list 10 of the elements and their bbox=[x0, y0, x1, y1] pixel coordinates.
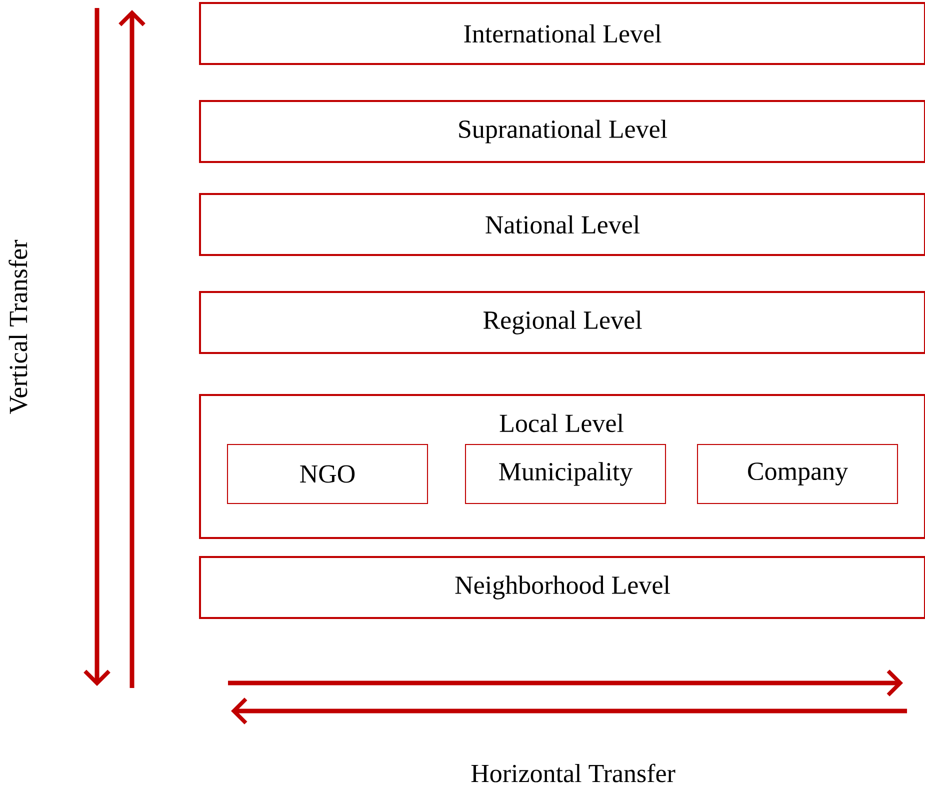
organization-box: Company bbox=[697, 444, 898, 504]
level-box: Regional Level bbox=[199, 291, 925, 354]
level-box: National Level bbox=[199, 193, 925, 256]
axis-label: Vertical Transfer bbox=[8, 240, 28, 414]
organization-box: Municipality bbox=[465, 444, 666, 504]
axis-label: Horizontal Transfer bbox=[471, 764, 676, 782]
level-box: Supranational Level bbox=[199, 100, 925, 163]
organization-box: NGO bbox=[227, 444, 428, 504]
level-box: International Level bbox=[199, 2, 925, 65]
level-box: Neighborhood Level bbox=[199, 556, 925, 619]
